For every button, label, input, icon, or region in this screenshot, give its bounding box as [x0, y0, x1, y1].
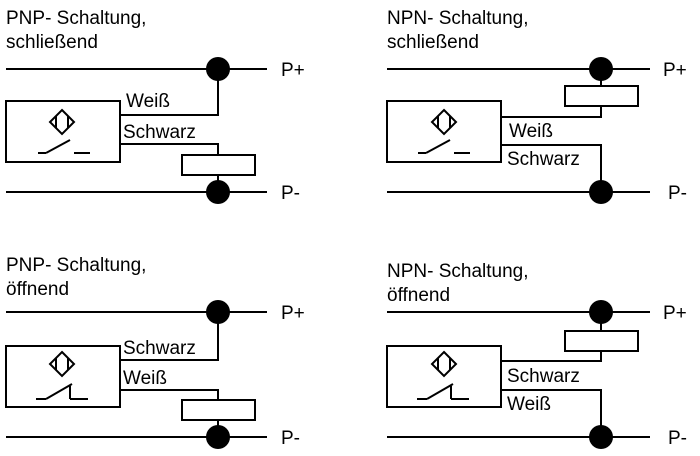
wire-lower — [120, 389, 219, 437]
wire-lower — [501, 389, 602, 437]
switch-contact-icon — [38, 139, 90, 154]
diagram-title-line1: NPN- Schaltung, — [387, 261, 529, 282]
proximity-sensor-icon — [430, 108, 458, 136]
diagram-pnp-closing: PNP- Schaltung, schließend P+ P- Weiß Sc… — [5, 8, 305, 204]
sensor-box — [5, 345, 121, 408]
diagram-pnp-opening: PNP- Schaltung, öffnend P+ P- Schwarz We… — [5, 255, 305, 449]
rail-positive-label: P+ — [281, 60, 305, 81]
load-relay — [564, 330, 639, 352]
proximity-sensor-icon — [430, 350, 458, 378]
diagram-npn-closing: NPN- Schaltung, schließend P+ P- Weiß Sc… — [386, 8, 687, 204]
node-positive — [589, 57, 613, 81]
wire-upper-label: Weiß — [126, 91, 170, 112]
diagram-title-line1: PNP- Schaltung, — [6, 255, 146, 276]
load-relay — [181, 399, 256, 421]
node-negative — [206, 180, 230, 204]
node-positive — [206, 57, 230, 81]
rail-positive-label: P+ — [663, 303, 687, 324]
rail-negative-label: P- — [281, 428, 300, 449]
node-positive — [589, 300, 613, 324]
wire-lower-label: Schwarz — [123, 122, 196, 143]
proximity-sensor-icon — [48, 350, 76, 378]
load-relay — [181, 154, 256, 176]
rail-negative-label: P- — [668, 183, 687, 204]
diagram-npn-opening: NPN- Schaltung, öffnend P+ P- Schwarz We… — [386, 261, 687, 449]
diagram-title-line2: öffnend — [387, 285, 450, 306]
rail-positive-label: P+ — [663, 60, 687, 81]
wire-lower-label: Weiß — [507, 394, 551, 415]
node-negative — [589, 425, 613, 449]
switch-contact-icon — [418, 139, 470, 154]
switch-contact-icon — [417, 383, 469, 400]
rail-negative-label: P- — [668, 428, 687, 449]
node-positive — [206, 300, 230, 324]
wire-upper — [501, 106, 602, 118]
diagram-title-line1: PNP- Schaltung, — [6, 8, 146, 29]
wire-lower-label: Schwarz — [507, 149, 580, 170]
switch-contact-icon — [36, 383, 88, 400]
wire-lower-label: Weiß — [123, 368, 167, 389]
wire-upper-label: Weiß — [509, 121, 553, 142]
rail-positive-label: P+ — [281, 303, 305, 324]
diagram-title-line2: öffnend — [6, 279, 69, 300]
wire-lower — [501, 144, 602, 192]
diagram-title-line2: schließend — [6, 32, 98, 53]
node-negative — [589, 180, 613, 204]
wire-upper — [120, 312, 219, 361]
node-negative — [206, 425, 230, 449]
wire-upper-label: Schwarz — [123, 338, 196, 359]
load-relay — [564, 85, 639, 107]
diagram-title-line1: NPN- Schaltung, — [387, 8, 529, 29]
wire-upper-label: Schwarz — [507, 366, 580, 387]
rail-negative-label: P- — [281, 183, 300, 204]
wire-upper — [120, 69, 219, 116]
proximity-sensor-icon — [48, 108, 76, 136]
diagram-title-line2: schließend — [387, 32, 479, 53]
wire-upper — [501, 351, 602, 362]
